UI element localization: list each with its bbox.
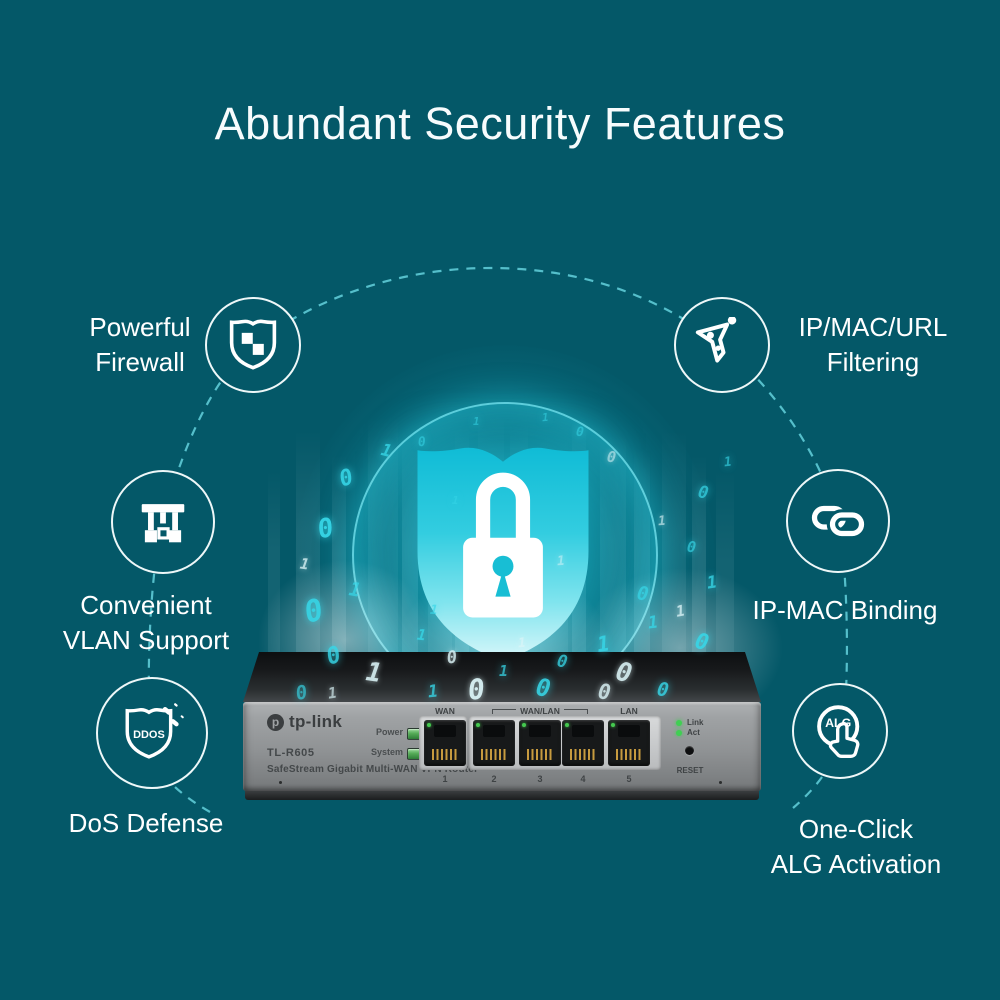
shield-padlock-icon (417, 447, 589, 662)
lan-port-label: LAN (620, 706, 638, 716)
alg-click-icon: ALG (817, 705, 860, 758)
port-number: 1 (442, 774, 448, 784)
system-led-label: System (370, 747, 403, 757)
tp-link-logo: p tp-link (267, 712, 342, 732)
feature-circle-ip-mac-url-filtering (674, 297, 770, 393)
feature-label-one-click-alg: One-Click ALG Activation (770, 814, 942, 879)
ethernet-port-4 (562, 720, 604, 766)
feature-label-dos-defense: DoS Defense (68, 808, 224, 838)
wan-port-label: WAN (435, 706, 455, 716)
keyhole (495, 570, 511, 597)
act-indicator: Act (676, 728, 700, 737)
router-top-face (243, 652, 761, 702)
brand-name: tp-link (289, 712, 343, 731)
tp-link-logo-icon: p (267, 713, 284, 731)
checkered-shield-icon (229, 319, 277, 370)
feature-label-convenient-vlan-support: Convenient VLAN Support (62, 590, 230, 655)
link-led (676, 719, 682, 726)
chain-link-icon (811, 505, 868, 540)
screw (719, 781, 722, 784)
feature-circle-one-click-alg: ALG (792, 683, 888, 779)
feature-circle-dos-defense: DDOS (96, 677, 208, 789)
port-led (611, 723, 615, 727)
port-led (565, 723, 569, 727)
padlock-shackle (475, 472, 531, 557)
port-led (427, 723, 431, 727)
act-led (676, 729, 682, 736)
feature-label-ip-mac-binding: IP-MAC Binding (752, 595, 938, 625)
port-number: 5 (626, 774, 632, 784)
feature-circle-ip-mac-binding (786, 469, 890, 573)
ethernet-port-3 (519, 720, 561, 766)
feature-label-ip-mac-url-filtering: IP/MAC/URL Filtering (798, 312, 948, 377)
ddos-shield-icon: DDOS (125, 703, 184, 759)
reset-label: RESET (676, 766, 704, 775)
feature-label-powerful-firewall: Powerful Firewall (89, 312, 191, 377)
filter-funnel-icon (695, 317, 737, 363)
ddos-icon-text: DDOS (133, 729, 165, 741)
wanlan-port-group-label: WAN/LAN (492, 706, 589, 716)
product-tagline: SafeStream Gigabit Multi-WAN VPN Router (267, 764, 479, 775)
model-number: TL-R605 (267, 747, 315, 759)
router-product-image: p tp-link TL-R605 SafeStream Gigabit Mul… (243, 652, 761, 800)
attack-missiles (162, 703, 184, 727)
router-base (245, 791, 759, 800)
router-front-panel: p tp-link TL-R605 SafeStream Gigabit Mul… (243, 702, 761, 791)
click-hand-icon (828, 721, 860, 758)
port-number: 4 (580, 774, 586, 784)
feature-circle-convenient-vlan-support (111, 470, 215, 574)
page-title: Abundant Security Features (214, 98, 786, 149)
port-led (522, 723, 526, 727)
port-led (476, 723, 480, 727)
ethernet-port-1 (424, 720, 466, 766)
port-number: 2 (491, 774, 497, 784)
ethernet-port-2 (473, 720, 515, 766)
vlan-trunk-icon (141, 504, 185, 543)
power-led-label: Power (375, 727, 403, 737)
port-number: 3 (537, 774, 543, 784)
feature-circle-powerful-firewall (205, 297, 301, 393)
link-indicator: Link (676, 718, 703, 727)
screw (279, 781, 282, 784)
reset-button (685, 746, 694, 755)
ethernet-port-5 (608, 720, 650, 766)
